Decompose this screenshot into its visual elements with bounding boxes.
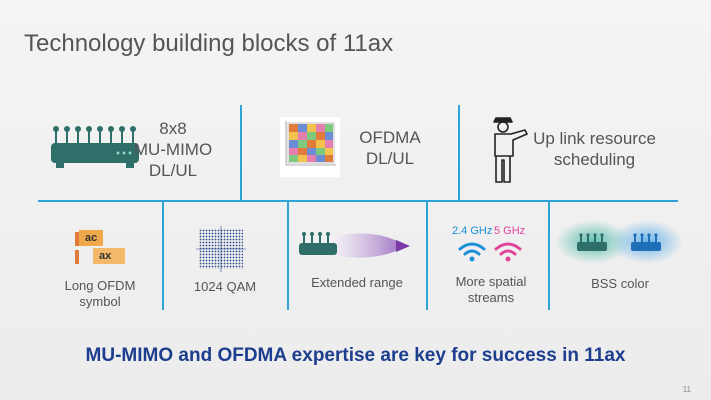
page-title: Technology building blocks of 11ax xyxy=(24,30,394,57)
tag-ax: ax xyxy=(93,248,125,264)
traffic-officer-icon xyxy=(486,112,532,191)
extended-range-label: Extended range xyxy=(311,275,403,290)
qam-label: 1024 QAM xyxy=(193,279,257,294)
divider xyxy=(548,200,550,310)
tag-ax-bar xyxy=(75,250,79,264)
constellation-icon xyxy=(196,226,246,277)
footer-statement: MU-MIMO and OFDMA expertise are key for … xyxy=(85,345,626,366)
ofdma-label: OFDMA DL/UL xyxy=(359,128,421,168)
ofdma-grid-icon xyxy=(280,117,340,182)
long-ofdm-label: Long OFDM symbol xyxy=(64,278,136,309)
band-5-label: 5 GHz xyxy=(494,225,526,237)
bss-color-icon xyxy=(555,218,683,271)
divider xyxy=(458,105,460,200)
tag-ac-bar xyxy=(75,232,79,246)
divider xyxy=(162,200,164,310)
symbol-length-icon: ac ax xyxy=(75,230,135,270)
spatial-streams-label: More spatial streams xyxy=(455,274,527,305)
extended-range-icon xyxy=(296,226,418,271)
wifi-icon xyxy=(456,238,526,269)
uplink-scheduling-label: Up link resource scheduling xyxy=(533,129,656,169)
page-number: 11 xyxy=(682,385,691,394)
bss-color-label: BSS color xyxy=(591,276,649,291)
divider xyxy=(38,200,678,202)
router-icon xyxy=(48,123,144,176)
divider xyxy=(287,200,289,310)
band-24-label: 2.4 GHz xyxy=(452,225,493,237)
tag-ac: ac xyxy=(79,230,104,246)
mu-mimo-label: 8x8 MU-MIMO DL/UL xyxy=(133,119,213,180)
divider xyxy=(426,200,428,310)
divider xyxy=(240,105,242,200)
